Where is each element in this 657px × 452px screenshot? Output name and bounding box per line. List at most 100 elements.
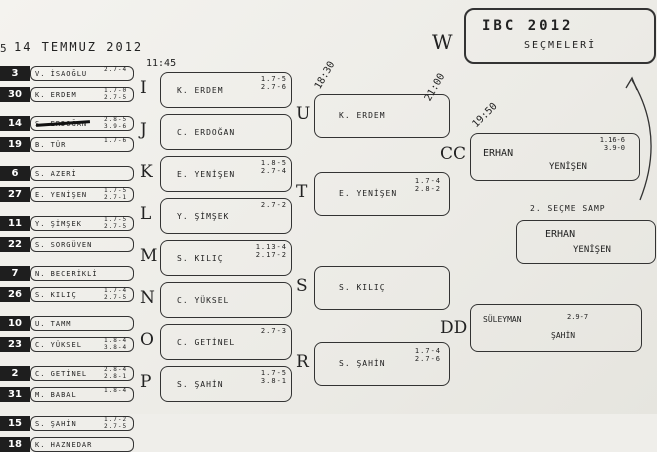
player-name-text: K. HAZNEDAR — [35, 440, 93, 449]
player-seed: 31 — [0, 387, 30, 402]
player-name: M. BABAL — [30, 387, 134, 402]
match-score: 2.7-3 — [260, 327, 287, 335]
player-seed: 27 — [0, 187, 30, 202]
player-name-text: C. GETİNEL — [35, 369, 88, 378]
player-name: K. HAZNEDAR — [30, 437, 134, 452]
second-qualifier-line1: ERHAN — [545, 229, 576, 240]
dd-line1: SÜLEYMAN — [483, 315, 522, 324]
match-letter: I — [140, 78, 147, 98]
player-name-text: S. AZERİ — [35, 169, 77, 178]
match-score: 2.7-2 — [260, 201, 287, 209]
cc-line1: ERHAN — [483, 148, 514, 159]
player-score: 1.8-4 3.8-4 — [104, 337, 128, 351]
player-seed: 22 — [0, 237, 30, 252]
dd-score: 2.9-7 — [567, 313, 589, 321]
second-qualifier-label: 2. SEÇME SAMP — [530, 204, 606, 213]
player-name: Y. ŞİMŞEK — [30, 216, 134, 231]
match-player: E. YENİŞEN — [177, 170, 236, 179]
date-label: 14 TEMMUZ 2012 — [14, 40, 144, 54]
match-letter: N — [140, 288, 155, 308]
player-name: U. TAMM — [30, 316, 134, 331]
dd-line2: ŞAHİN — [551, 331, 576, 340]
player-score: 1.7-6 — [104, 137, 128, 144]
date-prefix: 5 — [0, 42, 8, 55]
player-name-text: M. BABAL — [35, 390, 77, 399]
player-name-text: U. TAMM — [35, 319, 72, 328]
player-seed: 23 — [0, 337, 30, 352]
match-box: S. KILIÇ — [314, 266, 450, 310]
player-score: 2.8-4 2.8-1 — [104, 366, 128, 380]
player-score: 1.7-0 2.7-5 — [104, 87, 128, 101]
match-score: 1.7-5 3.8-1 — [260, 369, 287, 385]
match-box: S. ŞAHİN 1.7-5 3.8-1 — [160, 366, 292, 402]
match-box: C. YÜKSEL — [160, 282, 292, 318]
player-score: 1.8-4 — [104, 387, 128, 394]
player-name: K. ERDEM — [30, 87, 134, 102]
time-label-4: 19:50 — [470, 100, 500, 131]
player-seed: 26 — [0, 287, 30, 302]
match-player: S. ŞAHİN — [339, 359, 386, 368]
player-name-text: S. KILIÇ — [35, 290, 77, 299]
player-name: N. BECERİKLİ — [30, 266, 134, 281]
match-player: K. ERDEM — [339, 111, 386, 120]
player-name-text: S. SORGÜVEN — [35, 240, 93, 249]
second-qualifier-box: ERHAN YENİŞEN — [516, 220, 656, 264]
player-name: S. KILIÇ — [30, 287, 134, 302]
match-box-cc: ERHAN YENİŞEN 1.16-6 3.9-0 — [470, 133, 640, 181]
player-seed: 18 — [0, 437, 30, 452]
match-box: E. YENİŞEN 1.7-4 2.8-2 — [314, 172, 450, 216]
player-seed: 6 — [0, 166, 30, 181]
match-player: S. KILIÇ — [177, 254, 224, 263]
match-box: K. ERDEM — [314, 94, 450, 138]
match-box-dd: SÜLEYMAN ŞAHİN 2.9-7 — [470, 304, 642, 352]
match-letter: R — [296, 352, 309, 372]
player-name-text: Y. ŞİMŞEK — [35, 219, 82, 228]
match-letter: T — [296, 182, 308, 202]
corner-letter-w: W — [432, 30, 453, 54]
player-seed: 11 — [0, 216, 30, 231]
time-label-1: 11:45 — [146, 58, 177, 69]
match-score: 1.7-5 2.7-6 — [260, 75, 287, 91]
match-box: S. KILIÇ 1.13-4 2.17-2 — [160, 240, 292, 276]
title-line2: SEÇMELERİ — [524, 40, 597, 51]
match-letter: K — [140, 162, 153, 182]
match-score: 1.7-4 2.8-2 — [414, 177, 441, 193]
match-score: 1.13-4 2.17-2 — [255, 243, 287, 259]
player-name-text: V. İSAOĞLU — [35, 69, 88, 78]
player-score: 1.7-5 2.7-5 — [104, 216, 128, 230]
player-name: C. YÜKSEL — [30, 337, 134, 352]
match-player: S. ŞAHİN — [177, 380, 224, 389]
player-seed: 19 — [0, 137, 30, 152]
match-letter: M — [140, 246, 158, 266]
player-name-text: B. TÜR — [35, 140, 67, 149]
player-score: 2.8-5 3.9-6 — [104, 116, 128, 130]
player-name-text: K. ERDEM — [35, 90, 77, 99]
match-player: C. GETİNEL — [177, 338, 236, 347]
player-name: S. SORGÜVEN — [30, 237, 134, 252]
match-letter-cc: CC — [440, 144, 467, 164]
match-letter: P — [140, 372, 152, 392]
second-qualifier-line2: YENİŞEN — [573, 245, 611, 255]
match-letter: L — [140, 204, 152, 224]
player-seed: 30 — [0, 87, 30, 102]
player-name: S. AZERİ — [30, 166, 134, 181]
match-player: S. KILIÇ — [339, 283, 386, 292]
match-letter: J — [140, 120, 147, 140]
match-letter: O — [140, 330, 154, 350]
player-name: V. İSAOĞLU — [30, 66, 134, 81]
player-name: E. YENİŞEN — [30, 187, 134, 202]
match-letter-dd: DD — [440, 318, 468, 338]
player-seed: 7 — [0, 266, 30, 281]
match-player: E. YENİŞEN — [339, 189, 398, 198]
player-name-text: E. YENİŞEN — [35, 190, 88, 199]
player-seed: 10 — [0, 316, 30, 331]
player-seed: 14 — [0, 116, 30, 131]
title-box: IBC 2012 SEÇMELERİ — [464, 8, 656, 64]
player-name: C. GETİNEL — [30, 366, 134, 381]
player-name: B. TÜR — [30, 137, 134, 152]
